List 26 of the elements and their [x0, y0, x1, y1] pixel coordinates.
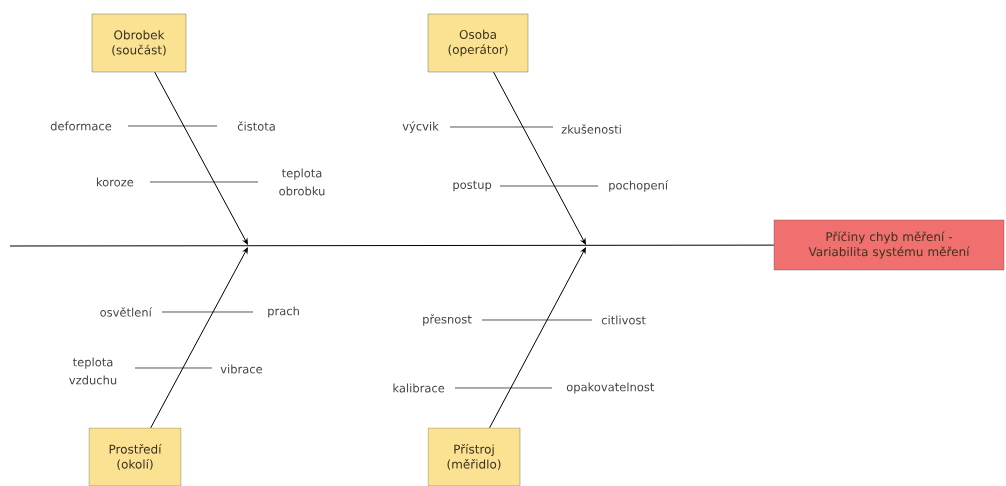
category-box: Prostředí (okolí): [88, 427, 182, 486]
cause-label: postup: [453, 180, 492, 192]
spine-line: [9, 244, 775, 247]
cause-label: opakovatelnost: [566, 382, 655, 394]
cause-label: kalibrace: [393, 383, 445, 393]
cause-label: teplota vzduchu: [69, 357, 117, 385]
arrow: [150, 247, 248, 429]
effect-box: Příčiny chyb měření - Variabilita systému měření: [773, 219, 1005, 271]
arrow: [489, 247, 586, 429]
category-box: Obrobek (součást): [91, 13, 187, 73]
category-box: Přístroj (měřidlo): [427, 427, 521, 486]
category-box: Osoba (operátor): [427, 13, 529, 73]
cause-label: deformace: [50, 121, 112, 131]
cause-label: koroze: [96, 177, 134, 187]
cause-label: prach: [268, 306, 299, 318]
cause-label: teplota obrobku: [279, 168, 325, 196]
cause-label: zkušenosti: [561, 124, 621, 134]
cause-label: osvětlení: [100, 307, 153, 317]
cause-label: citlivost: [601, 315, 646, 325]
cause-label: vibrace: [220, 364, 263, 374]
cause-label: přesnost: [423, 314, 472, 326]
arrow: [493, 71, 586, 245]
cause-label: výcvik: [402, 121, 439, 133]
cause-label: pochopení: [609, 180, 669, 192]
cause-label: čistota: [237, 121, 275, 131]
arrow: [154, 71, 248, 245]
